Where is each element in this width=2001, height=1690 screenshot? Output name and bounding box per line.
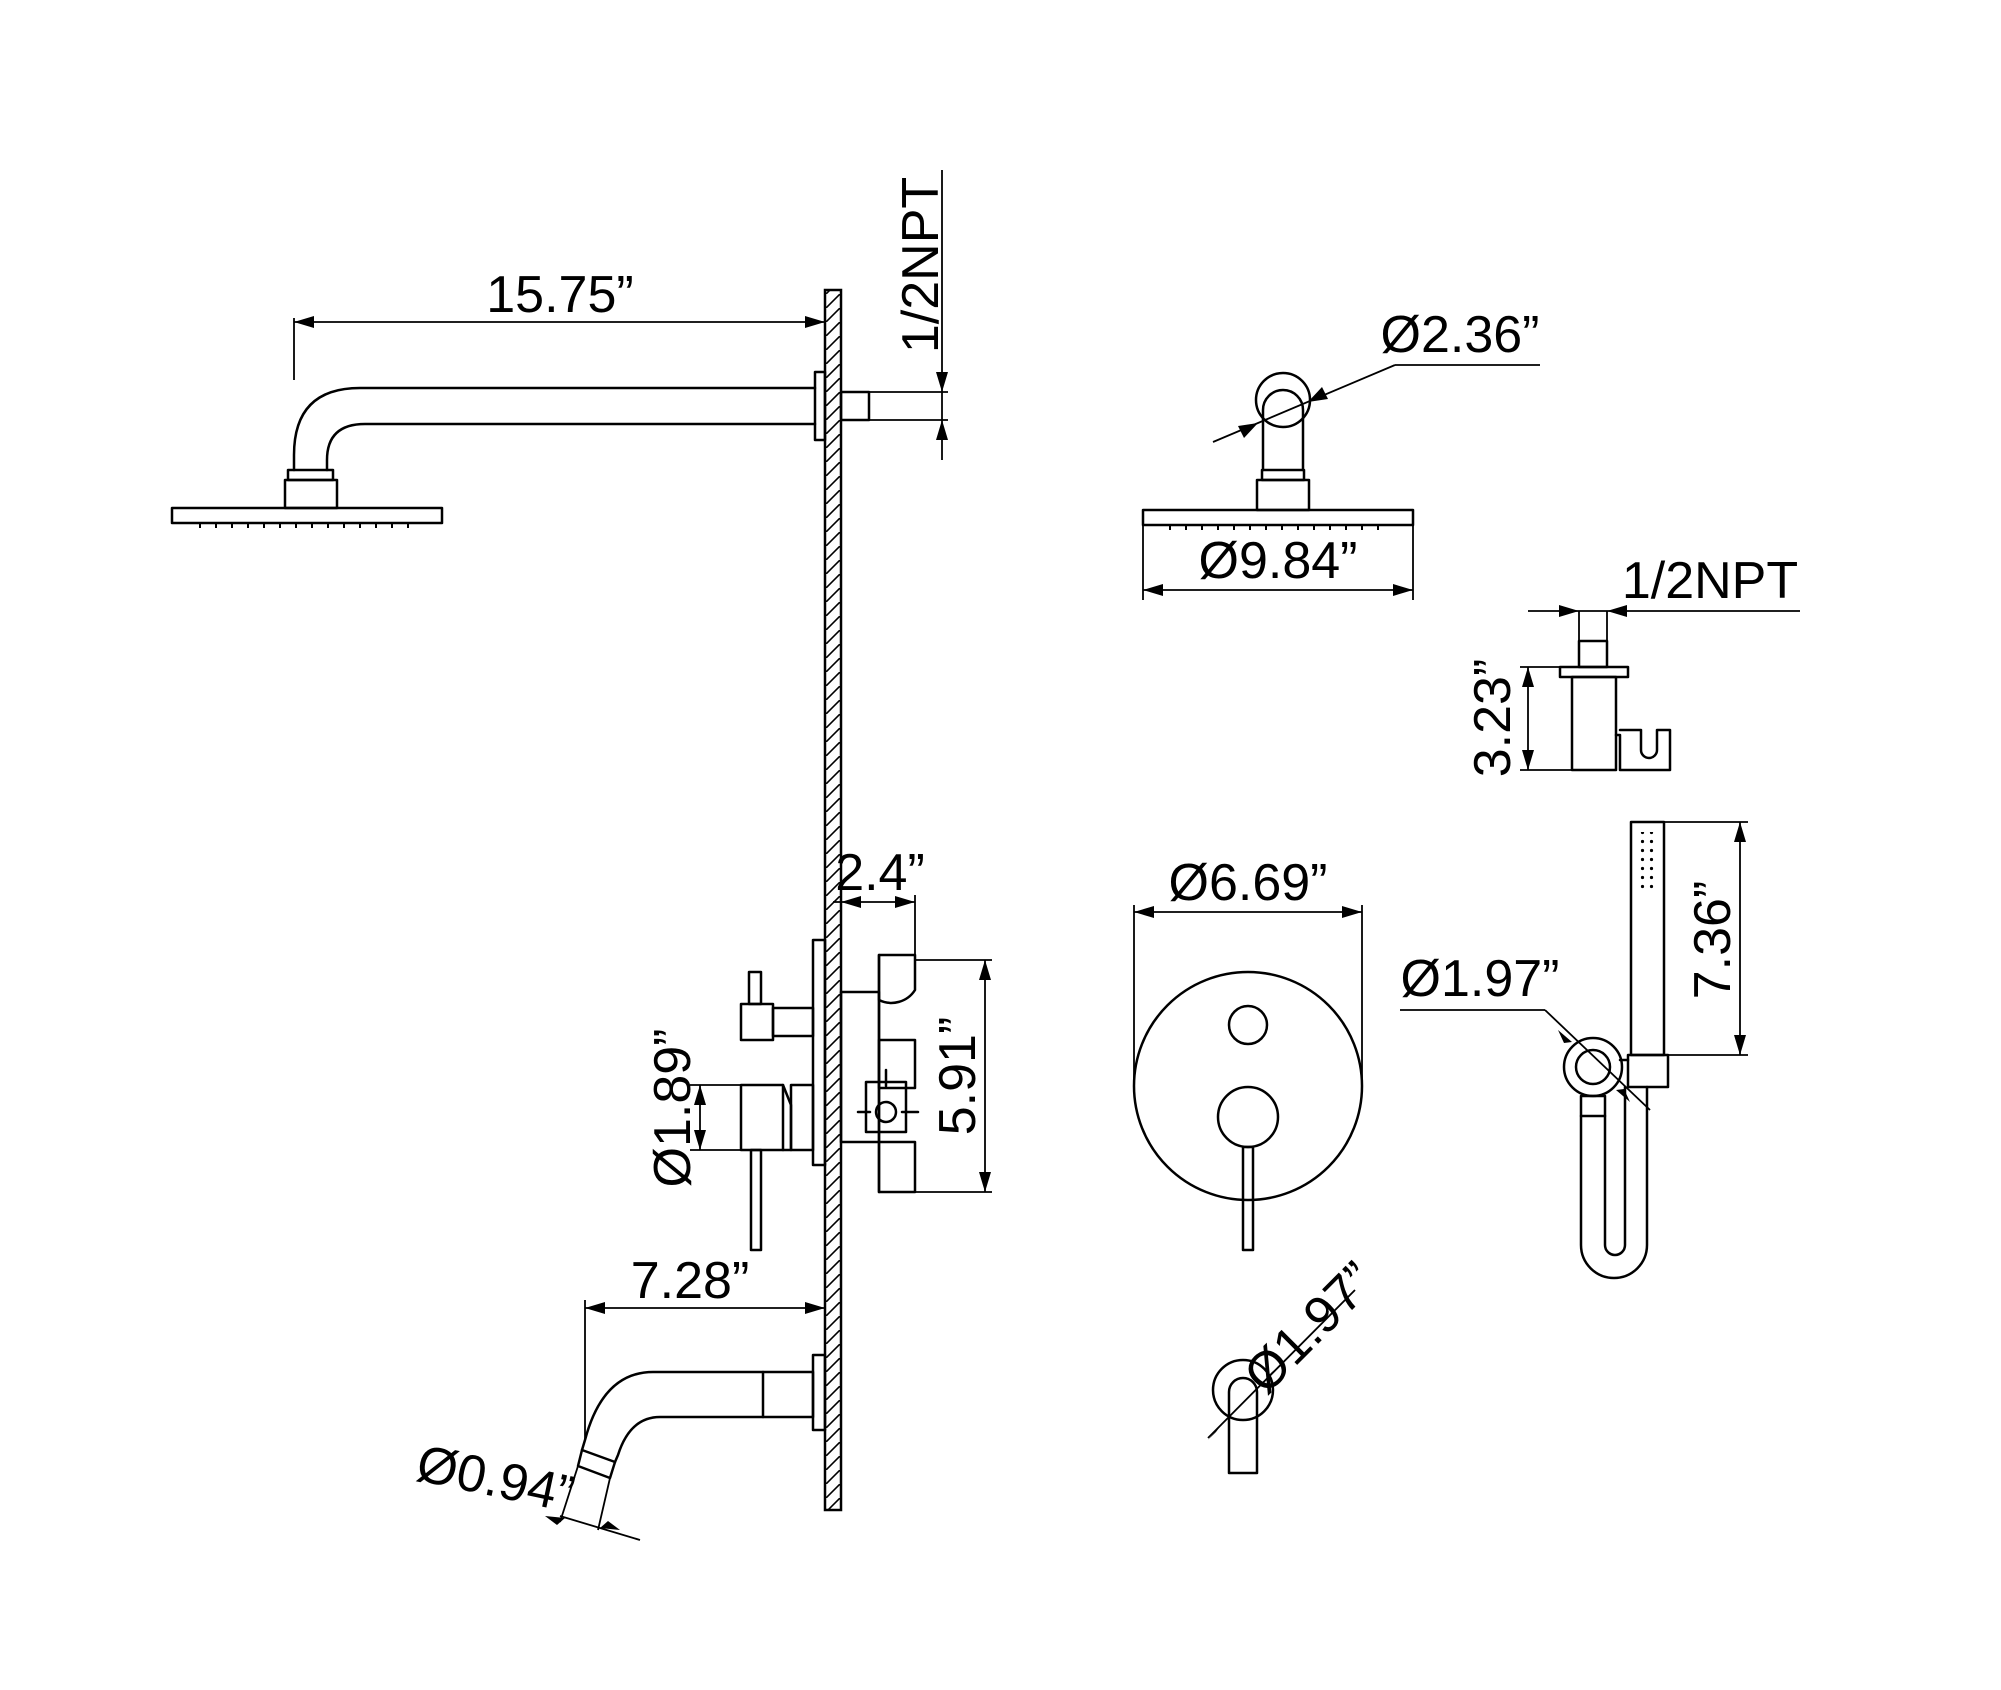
spout-outlet-diameter-dimension: Ø0.94”: [412, 1434, 641, 1541]
shower-head-front-view: [1141, 371, 1415, 530]
hand-shower-length-dimension: 7.36”: [1664, 821, 1748, 1056]
flange-diameter-dimension: Ø2.36”: [1212, 306, 1540, 443]
hand-shower-with-connector: [1562, 820, 1670, 1280]
spout-flange-diameter-dimension: Ø1.97”: [1207, 1251, 1387, 1440]
wall-section: [823, 288, 843, 1512]
handle-diameter-dimension: Ø1.89”: [644, 1029, 741, 1188]
trim-plate-front-view: [1132, 970, 1364, 1252]
holder-height-label: 3.23”: [1464, 659, 1522, 778]
valve-height-dimension: 5.91”: [915, 959, 992, 1193]
handle-diameter-label: Ø1.89”: [644, 1029, 702, 1188]
shower-arm-side-view: [283, 370, 871, 510]
holder-thread-dimension: 1/2NPT: [1528, 552, 1800, 641]
valve-height-label: 5.91”: [929, 1017, 987, 1136]
arm-length-dimension: 15.75”: [293, 266, 825, 380]
holder-thread-label: 1/2NPT: [1622, 552, 1798, 610]
spout-length-label: 7.28”: [631, 1252, 750, 1310]
spout-flange-diameter-label: Ø1.97”: [1233, 1251, 1386, 1404]
spout-length-dimension: 7.28”: [584, 1252, 825, 1440]
shower-head-diameter-label: Ø9.84”: [1199, 532, 1358, 590]
holder-height-dimension: 3.23”: [1464, 659, 1572, 778]
shower-head-front-nozzles: [1169, 525, 1379, 530]
tub-spout-side-view: [576, 1353, 827, 1480]
arm-thread-label: 1/2NPT: [892, 177, 950, 353]
trim-plate-diameter-label: Ø6.69”: [1169, 854, 1328, 912]
trim-plate-diameter-dimension: Ø6.69”: [1133, 854, 1363, 1080]
diverter-valve-side-view: [739, 938, 920, 1252]
flange-diameter-label: Ø2.36”: [1381, 306, 1540, 364]
hose-connector-diameter-label: Ø1.97”: [1401, 950, 1560, 1008]
shower-head-diameter-dimension: Ø9.84”: [1142, 525, 1414, 600]
arm-thread-dimension: 1/2NPT: [869, 170, 950, 460]
hand-shower-length-label: 7.36”: [1684, 881, 1742, 1000]
tub-spout-front-view: [1211, 1358, 1275, 1475]
valve-depth-dimension: 2.4”: [833, 844, 925, 955]
arm-length-label: 15.75”: [486, 266, 633, 324]
valve-depth-label: 2.4”: [835, 844, 925, 902]
spout-outlet-diameter-label: Ø0.94”: [412, 1434, 580, 1524]
shower-head-nozzles: [199, 523, 409, 528]
hand-shower-holder: [1558, 639, 1672, 772]
shower-head-side-view: [170, 506, 444, 528]
hose-connector-diameter-dimension: Ø1.97”: [1400, 950, 1651, 1111]
